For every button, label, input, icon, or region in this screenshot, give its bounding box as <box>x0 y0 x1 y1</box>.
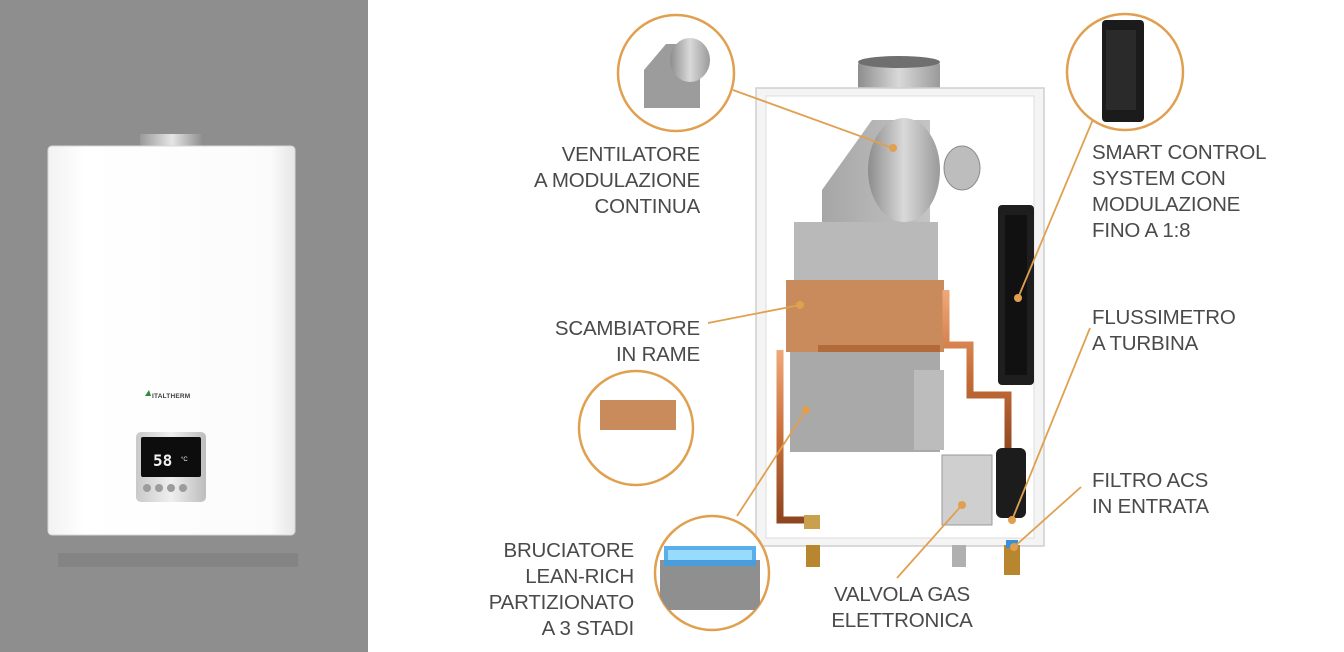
combustion-chamber <box>794 222 938 280</box>
fitting-hot <box>806 545 820 567</box>
display-temperature: 58 <box>153 451 173 470</box>
water-heater-front-view <box>47 134 298 567</box>
fan-housing <box>868 118 940 222</box>
burner-detail-icon <box>660 546 760 610</box>
fitting-gas <box>952 545 966 567</box>
brand-logo-mark <box>145 390 151 396</box>
panel-button-3 <box>167 484 175 492</box>
flue-outlet <box>858 62 940 90</box>
exchanger-detail-icon <box>600 400 678 470</box>
cutaway-diagram <box>577 12 1185 632</box>
leader-lines <box>707 89 1095 579</box>
panel-button-2 <box>155 484 163 492</box>
control-detail-icon <box>1102 20 1144 122</box>
fan-detail-icon <box>644 38 710 108</box>
fitting-cold <box>1004 545 1020 575</box>
panel-button-1 <box>143 484 151 492</box>
brand-label: ITALTHERM <box>152 393 191 400</box>
gas-valve <box>941 454 993 526</box>
heater-case <box>47 145 296 536</box>
case-shadow <box>58 553 298 567</box>
display-unit: °C <box>181 457 188 463</box>
lcd-display <box>141 437 201 477</box>
flowmeter <box>996 448 1026 518</box>
flue-collar <box>140 134 204 148</box>
copper-coils <box>784 286 946 346</box>
product-photo-panel: ITALTHERM 58 °C <box>0 0 368 652</box>
panel-button-4 <box>179 484 187 492</box>
